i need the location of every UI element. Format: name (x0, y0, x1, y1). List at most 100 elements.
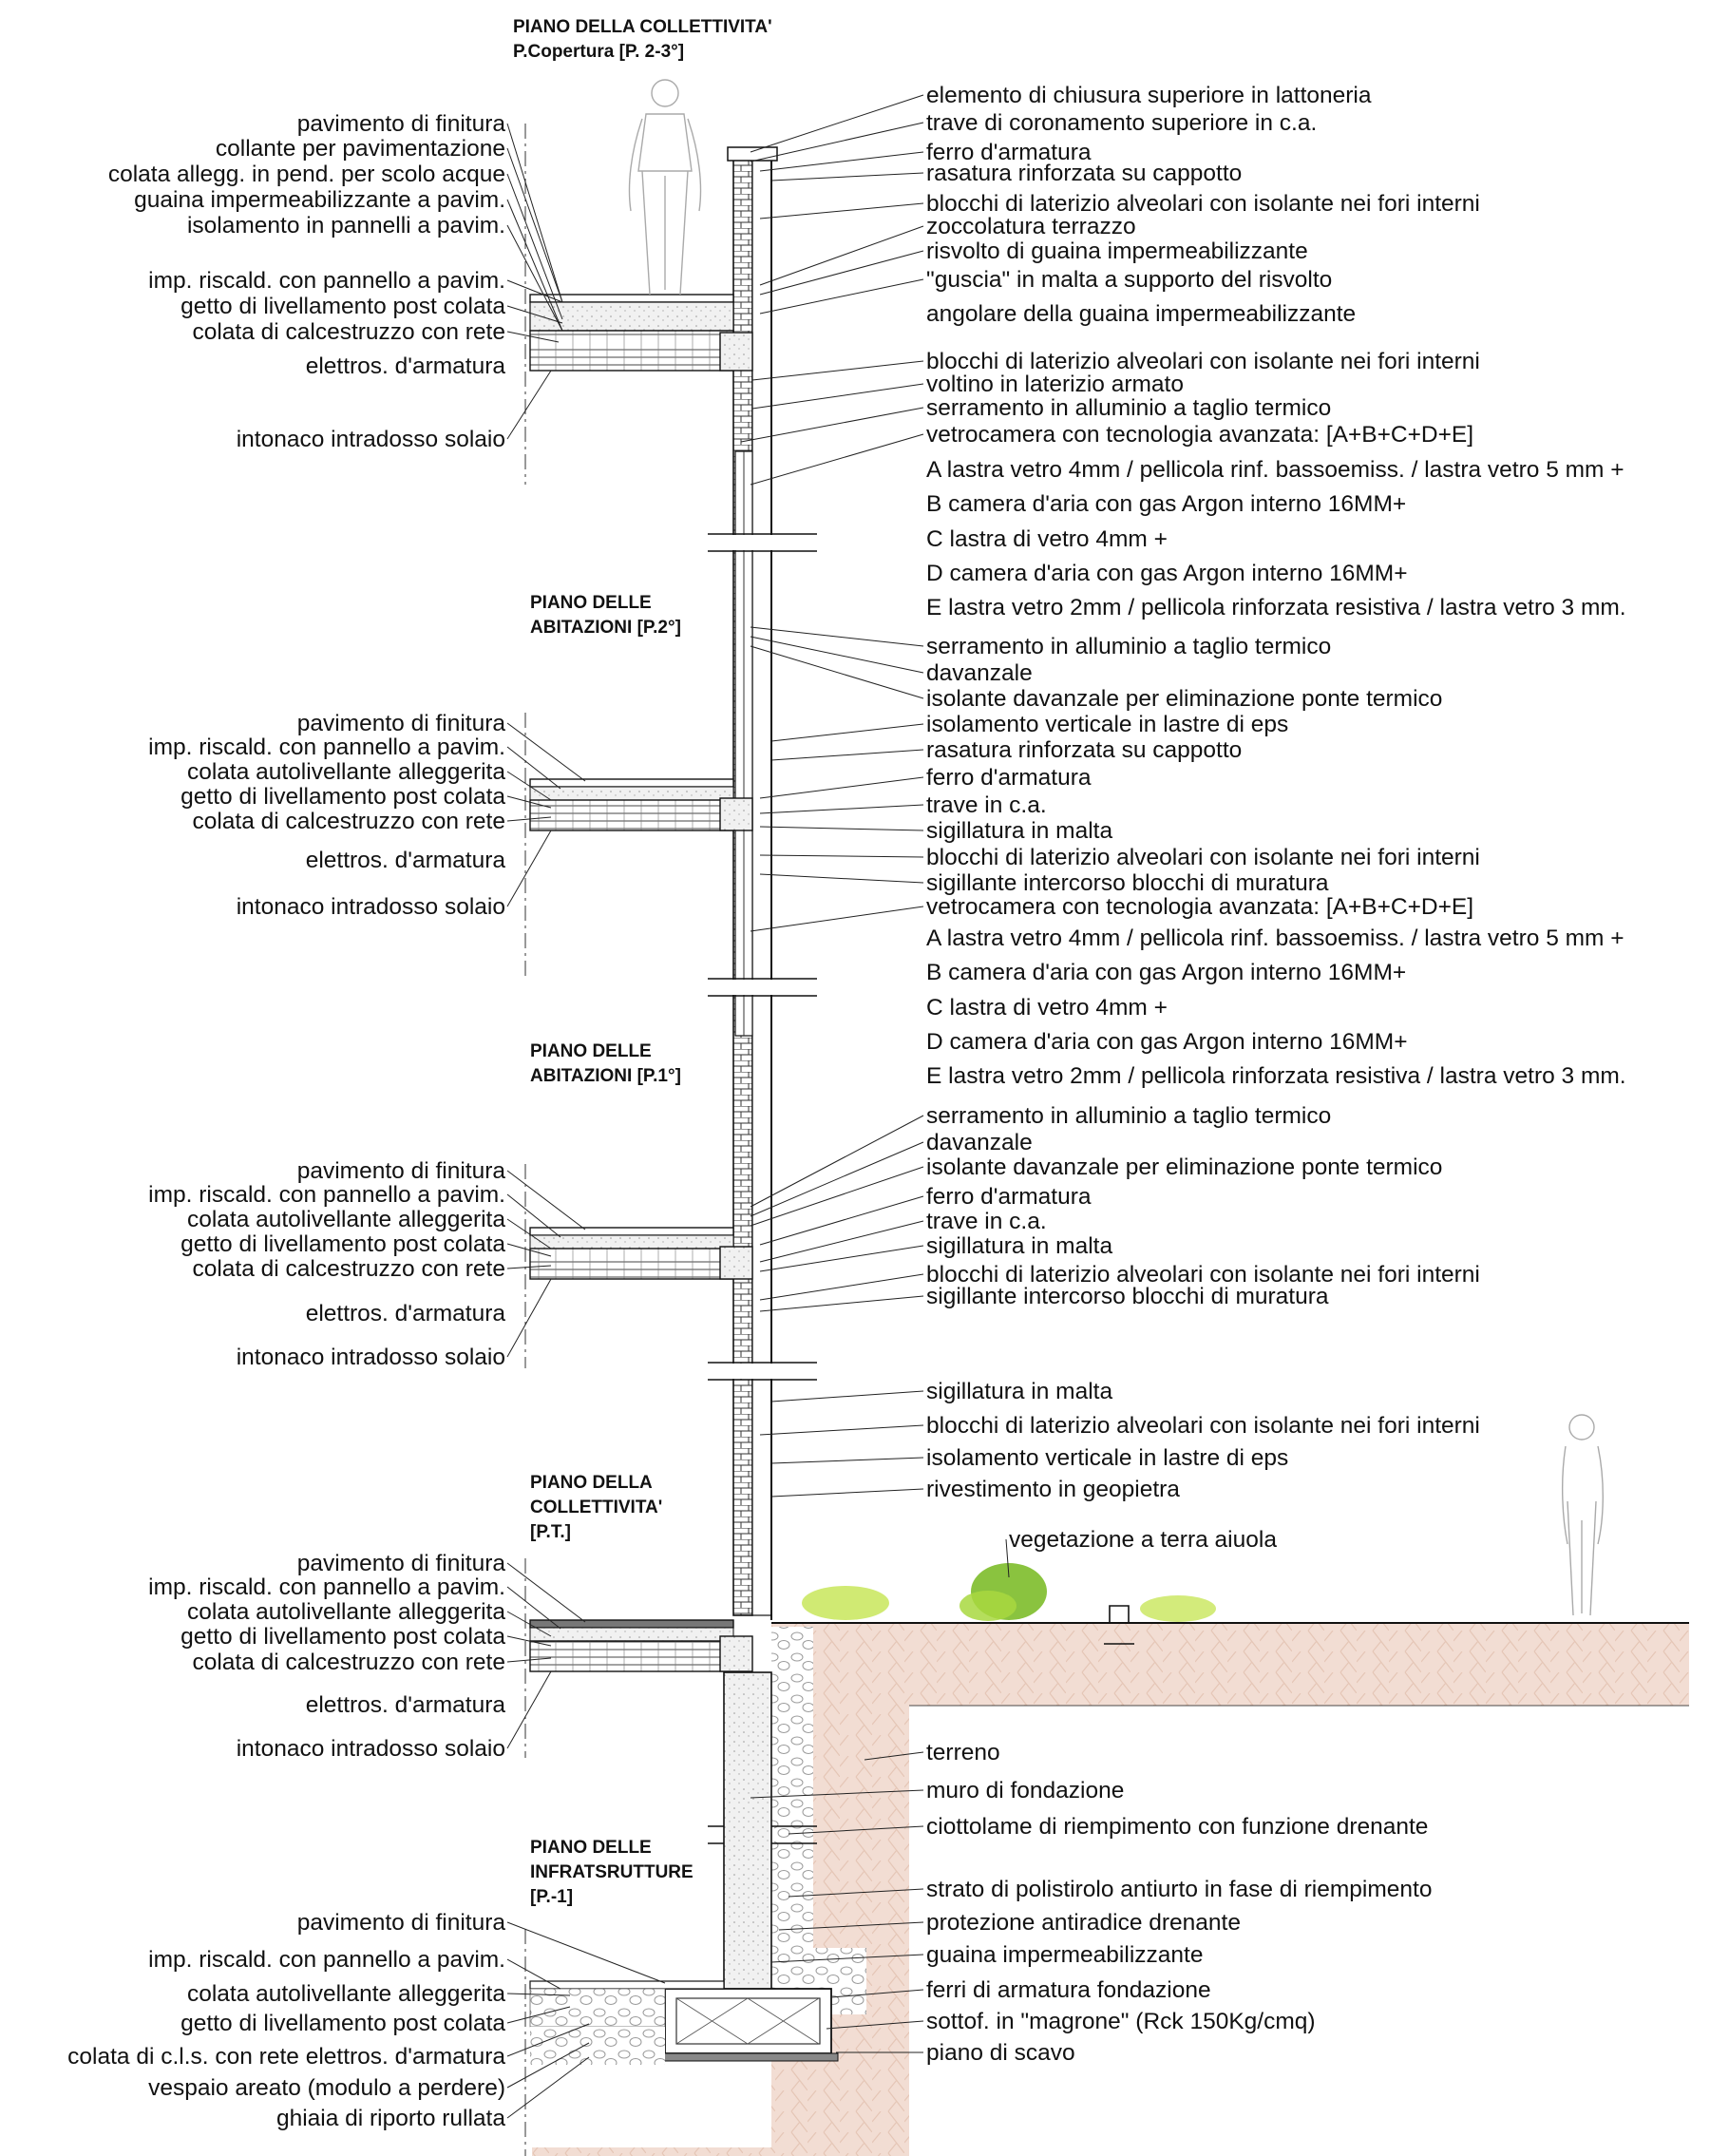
leader-line (751, 360, 924, 381)
left-label-piano2-4: colata di calcestruzzo con rete (192, 809, 505, 834)
left-label-piano1-0: pavimento di finitura (297, 1158, 506, 1184)
right-label-piano2-9: sigillante intercorso blocchi di muratur… (926, 870, 1329, 896)
leader-line (506, 2056, 590, 2119)
right-label-piano2-6: trave in c.a. (926, 792, 1047, 818)
leader-line (750, 1141, 924, 1217)
leader-line (864, 1751, 924, 1761)
right-label-piano1-5: sigillatura in malta (926, 1233, 1112, 1259)
right-label-fondazione-1: muro di fondazione (926, 1778, 1124, 1803)
right-label-piano1-0: serramento in alluminio a taglio termico (926, 1103, 1331, 1129)
vegetation (802, 1563, 1216, 1645)
left-label-copertura-0: pavimento di finitura (297, 111, 506, 137)
leader-line (506, 173, 563, 320)
leader-line (759, 1220, 924, 1263)
floor-header-4-line-0: PIANO DELLE (530, 1838, 652, 1858)
right-label-fondazione-8: piano di scavo (926, 2040, 1075, 2066)
leader-line (506, 722, 586, 782)
leader-line (830, 1989, 924, 1998)
slab-roof (529, 294, 753, 372)
floor-header-0-line-0: PIANO DELLA COLLETTIVITA' (513, 17, 772, 37)
right-label-fondazione-2: ciottolame di riempimento con funzione d… (926, 1814, 1428, 1840)
leader-line (506, 123, 563, 303)
leader-line (770, 1488, 924, 1498)
right-label-esterno-0: vegetazione a terra aiuola (1009, 1527, 1277, 1553)
right-label-piano2-5: ferro d'armatura (926, 765, 1092, 791)
leader-line (759, 804, 924, 814)
right-label-piano2-4: rasatura rinforzata su cappotto (926, 737, 1242, 763)
right-label-copertura-17: E lastra vetro 2mm / pellicola rinforzat… (926, 595, 1626, 620)
right-label-copertura-12: vetrocamera con tecnologia avanzata: [A+… (926, 422, 1473, 448)
leader-line (506, 830, 552, 907)
floor-header-1-line-0: PIANO DELLE (530, 593, 652, 613)
right-label-copertura-13: A lastra vetro 4mm / pellicola rinf. bas… (926, 457, 1624, 483)
leader-line (770, 1390, 924, 1402)
right-label-piano2-12: B camera d'aria con gas Argon interno 16… (926, 960, 1406, 985)
left-label-pianoterra-1: imp. riscald. con pannello a pavim. (148, 1574, 505, 1600)
right-label-piano2-14: D camera d'aria con gas Argon interno 16… (926, 1029, 1408, 1055)
leader-line (750, 1166, 924, 1227)
leader-line (750, 122, 924, 162)
leader-lines (506, 94, 1010, 2119)
right-label-piano1-6: blocchi di laterizio alveolari con isola… (926, 1262, 1480, 1288)
leader-line (506, 795, 552, 809)
leader-line (1005, 1538, 1010, 1578)
foundation (529, 1671, 839, 2065)
right-label-piano2-0: serramento in alluminio a taglio termico (926, 634, 1331, 659)
left-label-piano2-1: imp. riscald. con pannello a pavim. (148, 735, 505, 760)
right-label-fondazione-4: protezione antiradice drenante (926, 1910, 1241, 1936)
right-label-piano2-7: sigillatura in malta (926, 818, 1112, 844)
leader-line (506, 771, 552, 801)
leader-line (759, 278, 924, 315)
left-label-copertura-9: intonaco intradosso solaio (237, 427, 505, 452)
leader-line (506, 305, 563, 324)
left-label-copertura-5: imp. riscald. con pannello a pavim. (148, 268, 505, 294)
leader-line (506, 279, 563, 303)
leader-line (506, 1278, 552, 1358)
leader-line (506, 746, 561, 790)
floor-header-3-line-1: COLLETTIVITA' (530, 1498, 662, 1517)
leader-line (759, 151, 924, 172)
slab-p2 (529, 778, 753, 831)
leader-line (788, 1825, 924, 1835)
left-label-piano2-6: intonaco intradosso solaio (237, 894, 505, 920)
leader-line (740, 407, 924, 443)
left-label-interrato-0: pavimento di finitura (297, 1910, 506, 1936)
leader-line (759, 1245, 924, 1272)
right-label-fondazione-3: strato di polistirolo antiurto in fase d… (926, 1877, 1432, 1902)
right-label-fondazione-6: ferri di armatura fondazione (926, 1977, 1211, 2003)
leader-line (751, 383, 924, 410)
right-label-copertura-2: ferro d'armatura (926, 140, 1092, 165)
leader-line (759, 1295, 924, 1312)
left-label-copertura-3: guaina impermeabilizzante a pavim. (134, 187, 505, 213)
leader-line (506, 224, 563, 332)
left-label-pianoterra-2: colata autolivellante alleggerita (187, 1599, 505, 1625)
right-label-fondazione-5: guaina impermeabilizzante (926, 1942, 1203, 1968)
right-label-piano1-2: isolante davanzale per eliminazione pont… (926, 1154, 1442, 1180)
leader-line (778, 1921, 924, 1931)
right-label-fondazione-7: sottof. in "magrone" (Rck 150Kg/cmq) (926, 2009, 1316, 2034)
leader-line (750, 94, 924, 153)
right-label-pianoterra-3: rivestimento in geopietra (926, 1477, 1180, 1502)
right-label-copertura-5: zoccolatura terrazzo (926, 214, 1136, 239)
leader-line (750, 906, 924, 932)
left-label-interrato-5: vespaio areato (modulo a perdere) (148, 2075, 505, 2101)
leader-line (750, 636, 924, 674)
left-label-piano2-3: getto di livellamento post colata (180, 784, 505, 810)
right-label-copertura-11: serramento in alluminio a taglio termico (926, 395, 1331, 421)
right-label-piano2-1: davanzale (926, 660, 1033, 686)
leader-line (750, 1115, 924, 1208)
leader-line (506, 2023, 590, 2057)
right-label-copertura-9: blocchi di laterizio alveolari con isola… (926, 349, 1480, 374)
leader-line (506, 1243, 552, 1257)
right-label-fondazione-0: terreno (926, 1740, 1000, 1765)
floor-header-2-line-1: ABITAZIONI [P.1°] (530, 1066, 681, 1086)
leader-line (506, 1218, 552, 1250)
drainage-gravel (771, 1627, 866, 2014)
leader-line (770, 749, 924, 761)
floor-header-0-line-1: P.Copertura [P. 2-3°] (513, 42, 684, 62)
right-label-piano1-1: davanzale (926, 1130, 1033, 1155)
leader-line (506, 1611, 552, 1637)
leader-line (750, 626, 924, 647)
